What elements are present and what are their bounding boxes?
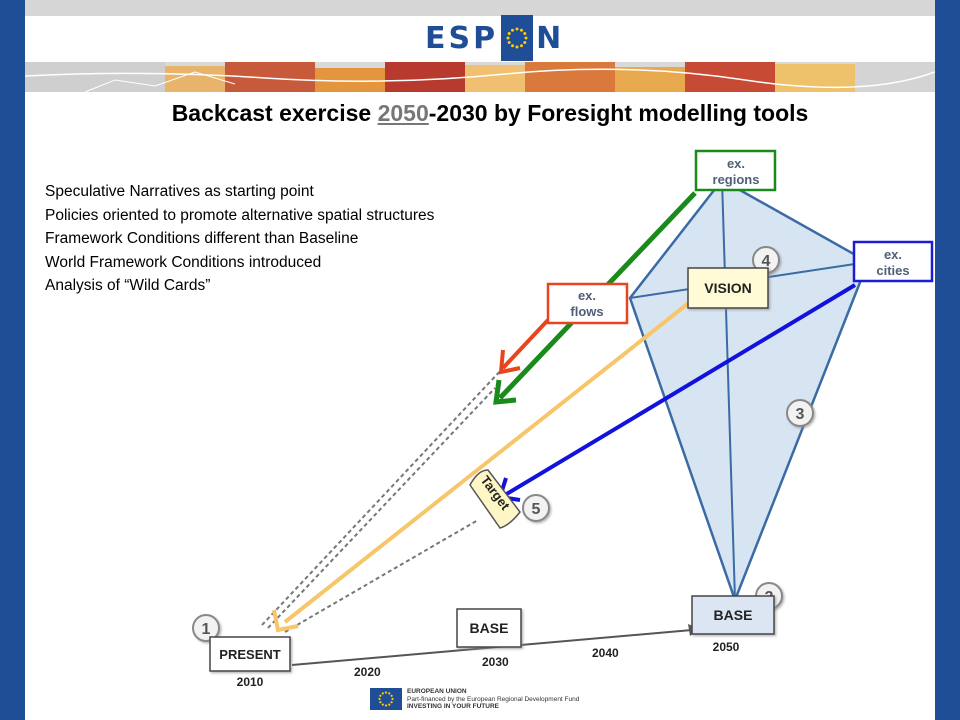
bullet-list: Speculative Narratives as starting point…: [45, 180, 434, 298]
left-border-bar: [0, 0, 25, 720]
eu-line: Part-financed by the European Regional D…: [407, 695, 580, 703]
red-arrow: [501, 318, 550, 370]
svg-text:4: 4: [762, 253, 771, 270]
red-arrowhead: [498, 349, 521, 375]
svg-text:PRESENT: PRESENT: [219, 647, 280, 662]
timeline-label: 2020: [354, 665, 381, 679]
svg-text:cities: cities: [876, 263, 909, 278]
orange-arrow: [283, 300, 692, 624]
header-area: [25, 16, 935, 62]
slide-title: Backcast exercise 2050-2030 by Foresight…: [0, 100, 960, 127]
vision-box[interactable]: VISION: [687, 267, 769, 309]
svg-text:BASE: BASE: [470, 620, 509, 636]
map-strip-decoration: [25, 62, 935, 92]
eu-line: INVESTING IN YOUR FUTURE: [407, 703, 499, 710]
svg-text:ex.: ex.: [884, 247, 902, 262]
bullet-item: Speculative Narratives as starting point: [45, 183, 314, 200]
svg-text:ex.: ex.: [578, 288, 596, 303]
footer-eu-banner: EUROPEAN UNION Part-financed by the Euro…: [370, 688, 579, 711]
orange-arrowhead: [272, 609, 299, 633]
step-badge: 3: [786, 399, 814, 427]
present-box[interactable]: PRESENT: [209, 636, 291, 672]
step-badge: 1: [192, 614, 220, 642]
espon-logo[interactable]: ESP N: [425, 13, 564, 63]
eu-funding-text: EUROPEAN UNION Part-financed by the Euro…: [407, 688, 579, 711]
green-arrowhead: [493, 379, 517, 405]
eu-flag-icon: [370, 688, 402, 711]
ex-cities-box[interactable]: ex. cities: [852, 240, 934, 283]
title-suffix: -2030 by Foresight modelling tools: [428, 100, 809, 126]
ex-flows-box[interactable]: ex. flows: [546, 282, 629, 325]
right-border-bar: [935, 0, 960, 720]
bullet-item: Policies oriented to promote alternative…: [45, 206, 435, 224]
diamond-axis-vertical: [721, 179, 736, 601]
svg-text:BASE: BASE: [714, 607, 753, 623]
logo-text-left: ESP: [425, 20, 499, 56]
present-year: 2010: [237, 675, 264, 689]
ex-regions-box[interactable]: ex. regions: [694, 149, 777, 192]
svg-text:5: 5: [532, 501, 541, 518]
timeline-label: 2040: [592, 646, 619, 660]
base-end-year: 2050: [713, 640, 740, 654]
dashed-line: [284, 519, 479, 633]
bullet-item: World Framework Conditions introduced: [45, 253, 322, 271]
title-highlight-year[interactable]: 2050: [377, 100, 429, 126]
eu-line: EUROPEAN UNION: [407, 688, 467, 695]
blue-arrow: [503, 283, 857, 497]
top-grey-strip: [25, 0, 935, 16]
eu-stars-icon: [501, 15, 534, 61]
step-badge: 5: [522, 494, 550, 522]
scenario-diamond: [628, 178, 870, 604]
svg-text:1: 1: [202, 621, 211, 638]
timeline-label: 2030: [482, 655, 509, 669]
svg-text:flows: flows: [570, 304, 603, 319]
title-prefix: Backcast exercise: [171, 100, 378, 126]
svg-text:3: 3: [796, 406, 805, 423]
dashed-line: [261, 367, 504, 626]
bullet-item: Framework Conditions different than Base…: [45, 230, 359, 247]
base-mid-box[interactable]: BASE: [456, 608, 522, 648]
svg-text:ex.: ex.: [727, 156, 745, 171]
logo-text-right: N: [536, 20, 565, 56]
base-end-box[interactable]: BASE: [691, 595, 775, 635]
svg-text:VISION: VISION: [704, 280, 751, 296]
bullet-item: Analysis of “Wild Cards”: [45, 277, 211, 294]
dashed-line: [267, 387, 496, 629]
svg-text:regions: regions: [713, 172, 760, 187]
